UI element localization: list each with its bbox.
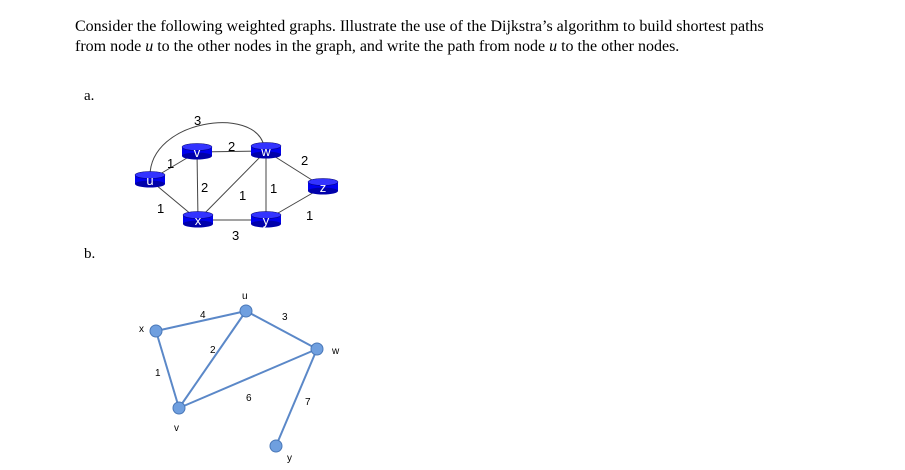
edge-u-v xyxy=(178,310,247,409)
question-line-2b: to the other nodes in the graph, and wri… xyxy=(153,38,550,55)
question-line-2a: from node xyxy=(75,38,146,55)
weight-v-x: 2 xyxy=(201,180,208,195)
node-label-z: z xyxy=(320,180,327,195)
graph-b-weights: 4 3 2 1 6 7 x u w v y xyxy=(139,291,340,464)
weight-u-w: 3 xyxy=(282,312,288,323)
part-b-label: b. xyxy=(84,246,96,262)
label-v: v xyxy=(174,423,179,434)
node-x: x xyxy=(182,211,214,228)
node-v: v xyxy=(181,143,213,160)
weight-w-y: 7 xyxy=(305,397,311,408)
node-label-u: u xyxy=(146,173,153,188)
node-y xyxy=(269,439,283,453)
weight-x-v: 1 xyxy=(155,368,161,379)
weight-u-v: 1 xyxy=(167,156,174,171)
node-w: w xyxy=(250,142,282,159)
node-u-ref: u xyxy=(145,38,154,55)
weight-v-w: 6 xyxy=(246,393,252,404)
edge-u-w xyxy=(149,122,265,177)
weight-x-y: 3 xyxy=(232,228,239,243)
weight-x-u: 4 xyxy=(200,310,206,321)
node-label-x: x xyxy=(195,213,202,228)
weight-y-z: 1 xyxy=(306,208,313,223)
node-z: z xyxy=(307,178,339,195)
node-u-ref: u xyxy=(549,38,558,55)
graph-a-weights: 3 1 2 2 2 1 1 1 3 1 xyxy=(157,113,313,243)
edge-v-x xyxy=(196,151,199,221)
node-y: y xyxy=(250,211,282,228)
graph-b xyxy=(155,310,318,447)
edge-x-v xyxy=(155,330,180,409)
edge-x-w xyxy=(197,150,267,221)
question-line-1: Consider the following weighted graphs. … xyxy=(75,18,764,35)
edge-v-w xyxy=(178,348,318,409)
node-x xyxy=(149,324,163,338)
node-w xyxy=(310,342,324,356)
label-x: x xyxy=(139,324,144,335)
edge-u-w xyxy=(245,310,318,350)
node-u: u xyxy=(134,171,166,188)
graph-a xyxy=(149,122,324,221)
label-u: u xyxy=(242,291,248,302)
node-label-w: w xyxy=(260,144,271,159)
weight-u-v: 2 xyxy=(210,345,216,356)
node-label-y: y xyxy=(263,213,270,228)
weight-w-y: 1 xyxy=(270,181,277,196)
label-y: y xyxy=(287,453,292,464)
part-a-label: a. xyxy=(84,88,95,104)
edge-w-y xyxy=(275,348,318,447)
weight-u-w: 3 xyxy=(194,113,201,128)
weight-w-z: 2 xyxy=(301,153,308,168)
question-line-2c: to the other nodes. xyxy=(557,38,680,55)
question-text: Consider the following weighted graphs. … xyxy=(75,17,895,57)
node-label-v: v xyxy=(194,145,201,160)
node-u xyxy=(239,304,253,318)
weight-u-x: 1 xyxy=(157,201,164,216)
weight-x-w: 1 xyxy=(239,188,246,203)
label-w: w xyxy=(331,346,340,357)
edge-x-u xyxy=(155,310,247,332)
weight-v-w: 2 xyxy=(228,139,235,154)
node-v xyxy=(172,401,186,415)
